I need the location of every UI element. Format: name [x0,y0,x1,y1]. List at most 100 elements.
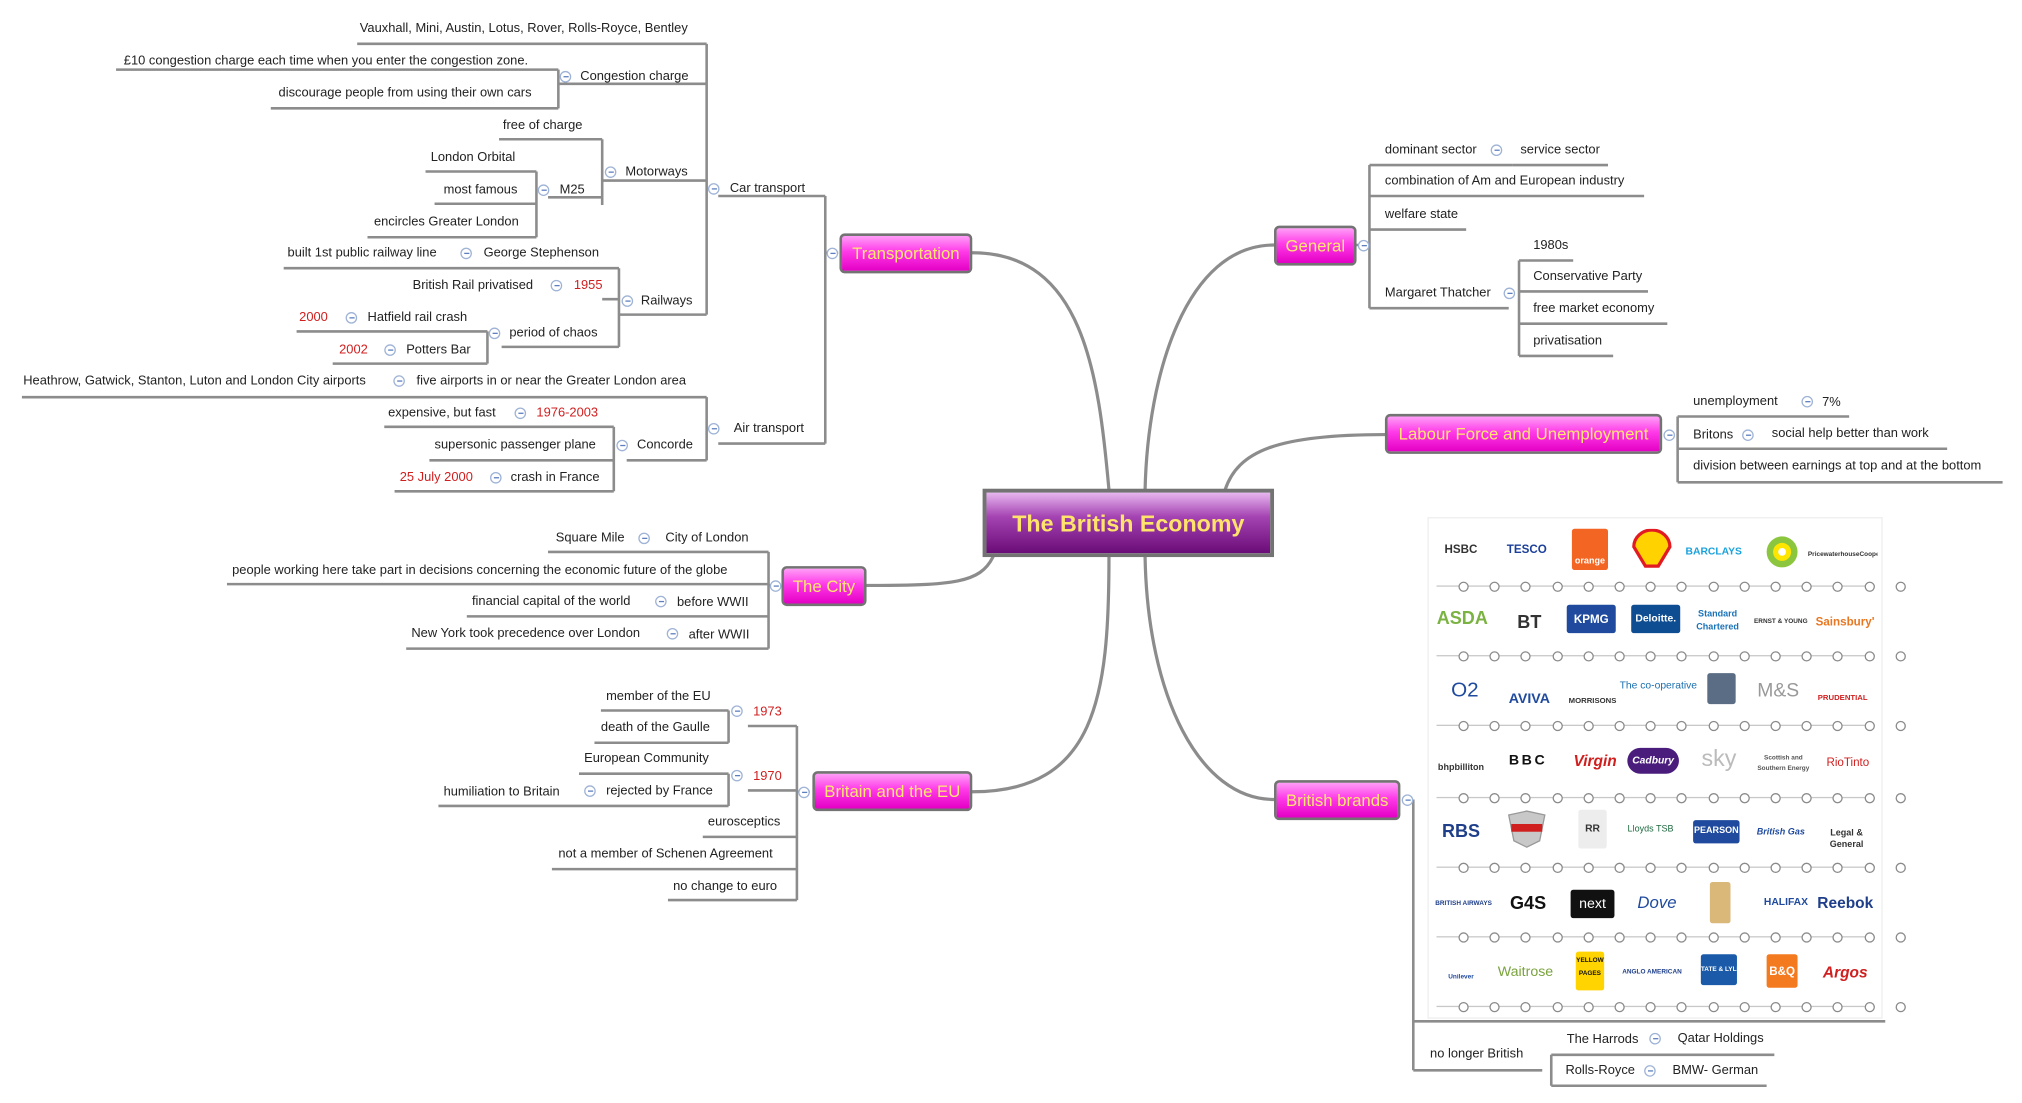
topic-transportation[interactable]: Transportation [839,233,973,274]
george-stephenson: George Stephenson [483,246,599,261]
logo-pearson: PEARSON [1693,820,1740,844]
row-dot [1801,581,1812,592]
logo-bt: BT [1517,611,1542,632]
row-dot [1832,581,1844,592]
margaret-thatcher[interactable]: Margaret Thatcher [1384,286,1491,301]
square-mile: Square Mile [555,531,625,546]
row-dot [1458,862,1469,873]
row-dot [1552,1001,1563,1013]
date-2002: 2002 [339,343,368,358]
congestion-charge[interactable]: Congestion charge [580,69,689,84]
car-makes: Vauxhall, Mini, Austin, Lotus, Rover, Ro… [359,21,688,37]
logo-unlabeled-2 [1501,810,1553,849]
logo-asda: ASDA [1436,607,1488,628]
collapse-toggle[interactable] [707,422,720,435]
shell-icon [1632,528,1672,568]
before-wwii: before WWII [676,595,749,610]
row-dot [1864,932,1875,943]
collapse-toggle[interactable] [1663,429,1676,442]
collapse-toggle[interactable] [584,785,596,797]
concorde[interactable]: Concorde [637,438,693,453]
collapse-toggle[interactable] [707,183,720,195]
row-dot [1708,720,1719,732]
collapse-toggle[interactable] [621,295,634,307]
logo-co-operative: The co-operative [1619,679,1697,692]
collapse-toggle[interactable] [460,247,472,260]
logo-sainsburys: Sainsbury's [1815,615,1875,628]
collapse-toggle[interactable] [514,407,527,420]
collapse-toggle[interactable] [798,786,810,799]
collapse-toggle[interactable] [1490,144,1503,157]
period-of-chaos[interactable]: period of chaos [509,326,598,341]
row-dot [1552,720,1563,732]
collapse-toggle[interactable] [1742,429,1754,442]
logo-virgin: Virgin [1573,751,1617,770]
topic-britain-and-the-eu[interactable]: Britain and the EU [812,771,973,812]
railways[interactable]: Railways [640,294,693,309]
row-dot [1614,862,1625,873]
no-longer-british[interactable]: no longer British [1430,1047,1524,1062]
collapse-toggle[interactable] [666,627,679,640]
collapse-toggle[interactable] [1801,395,1814,408]
collapse-toggle[interactable] [731,769,743,782]
row-dot [1520,1001,1532,1013]
collapse-toggle[interactable] [655,595,667,608]
collapse-toggle[interactable] [488,327,501,340]
conservative-party: Conservative Party [1533,269,1643,284]
row-dot [1676,862,1688,873]
m25[interactable]: M25 [559,183,585,198]
collapse-toggle[interactable] [1644,1065,1656,1077]
date-1970: 1970 [753,769,782,785]
row-dot [1708,932,1719,943]
collapse-toggle[interactable] [559,70,572,83]
logo-halifax: HALIFAX [1763,896,1809,908]
row-dot [1739,1001,1750,1013]
collapse-toggle[interactable] [1401,794,1414,806]
car-transport[interactable]: Car transport [729,181,806,197]
row-dot [1583,651,1594,662]
collapse-toggle[interactable] [731,705,743,717]
collapse-toggle[interactable] [384,344,396,356]
collapse-toggle[interactable] [826,247,839,260]
motorways[interactable]: Motorways [625,165,688,180]
collapse-toggle[interactable] [616,439,628,452]
logo-british-airways: BRITISH AIRWAYS [1435,900,1492,908]
row-dot [1832,862,1844,873]
row-dot [1645,862,1656,873]
row-dot [1708,651,1719,662]
row-dot [1645,793,1656,804]
eurosceptics: eurosceptics [707,814,781,830]
topic-general[interactable]: General [1274,225,1357,266]
row-dot [1676,793,1688,804]
row-dot [1832,793,1844,804]
air-transport[interactable]: Air transport [733,421,804,436]
logo-standard-chartered: Standard Chartered [1696,609,1739,632]
collapse-toggle[interactable] [1503,287,1516,300]
topic-labour-force[interactable]: Labour Force and Unemployment [1384,413,1663,454]
date-1955: 1955 [573,278,603,293]
collapse-toggle[interactable] [490,471,502,484]
row-dot [1520,581,1532,592]
row-dot [1583,932,1594,943]
collapse-toggle[interactable] [1357,239,1370,252]
collapse-toggle[interactable] [1649,1032,1661,1045]
collapse-toggle[interactable] [345,312,358,324]
collapse-toggle[interactable] [537,184,550,197]
row-dot [1739,862,1750,873]
collapse-toggle[interactable] [638,532,650,545]
collapse-toggle[interactable] [769,580,782,592]
collapse-toggle[interactable] [604,166,617,178]
row-dot [1489,720,1500,732]
logo-hsbc: HSBC [1444,542,1478,556]
central-topic[interactable]: The British Economy [982,488,1275,558]
british-rail-privatised: British Rail privatised [412,278,534,293]
row-dot [1645,932,1656,943]
collapse-toggle[interactable] [393,375,405,387]
collapse-toggle[interactable] [550,279,563,292]
row-dot [1864,862,1875,873]
dominant-sector: dominant sector [1384,143,1477,158]
topic-british-brands[interactable]: British brands [1274,780,1401,821]
topic-the-city[interactable]: The City [781,566,867,607]
